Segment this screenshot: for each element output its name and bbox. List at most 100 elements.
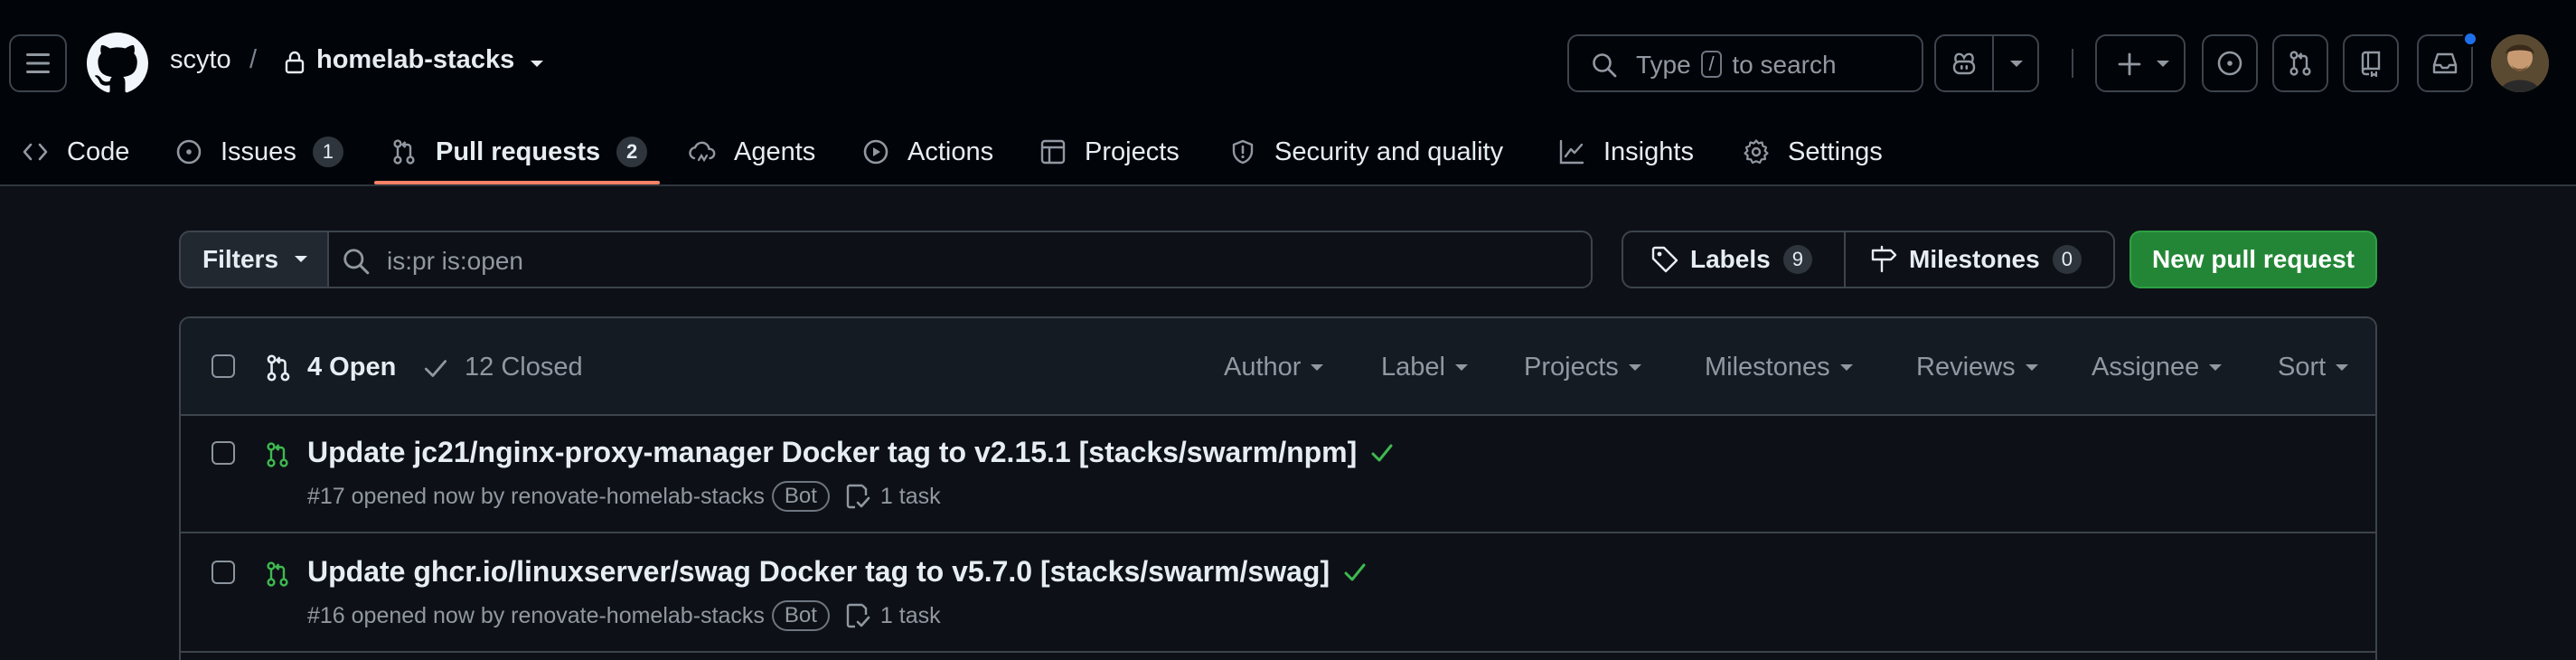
new-pull-request-button[interactable]: New pull request [2129,231,2377,288]
filter-label: Author [1224,353,1302,382]
chevron-down-icon [1628,363,1641,371]
pull-request-icon [2289,51,2311,76]
reviews-filter[interactable]: Reviews [1916,353,2039,382]
toolbar-divider [2072,49,2073,78]
opened-by-text: #17 opened now by renovate-homelab-stack… [307,483,765,509]
open-count-label: 4 Open [307,353,397,382]
bot-badge: Bot [771,481,830,512]
task-count: 1 task [879,602,941,628]
tab-label: Insights [1603,137,1694,166]
pull-request-title-link[interactable]: Update jc21/nginx-proxy-manager Docker t… [307,436,1395,469]
closed-filter-link[interactable]: 12 Closed [421,353,583,382]
chevron-down-icon [2336,363,2349,371]
repo-tabs: Code Issues 1 Pull requests 2 [0,118,2576,186]
create-new-button[interactable] [2095,34,2186,92]
pull-request-title-link[interactable]: Update ghcr.io/linuxserver/swag Docker t… [307,555,1368,589]
repo-name-link[interactable]: homelab-stacks [316,45,515,74]
task-progress[interactable]: 1 task [844,483,941,510]
list-header: 4 Open 12 Closed Author Label Projects M… [181,318,2375,416]
agents-icon [689,141,716,163]
milestone-icon [1871,245,1897,273]
labels-button[interactable]: Labels 9 [1650,232,1812,287]
search-placeholder: Type / to search [1636,51,1837,79]
tab-label: Issues [221,137,296,166]
checks-passed-icon[interactable] [1342,560,1368,585]
repo-icon [2361,51,2381,77]
assignee-filter[interactable]: Assignee [2092,353,2223,382]
labels-count-badge: 9 [1782,245,1812,274]
filters-label: Filters [202,245,279,273]
slash-key-hint: / [1701,51,1722,78]
task-progress[interactable]: 1 task [844,602,941,629]
tab-agents[interactable]: Agents [689,118,815,186]
search-query: is:pr is:open [387,247,523,275]
table-icon [1040,139,1066,165]
filters-button[interactable]: Filters [179,231,329,288]
button-divider [1844,232,1846,287]
row-checkbox[interactable] [212,561,235,584]
select-all-checkbox[interactable] [212,354,235,378]
avatar[interactable] [2491,34,2549,92]
inbox-icon [2432,52,2458,74]
tab-projects[interactable]: Projects [1039,118,1180,186]
row-checkbox[interactable] [212,441,235,465]
tab-label: Actions [907,137,994,166]
filter-label: Projects [1524,353,1619,382]
graph-icon [1559,139,1584,165]
issues-button[interactable] [2202,34,2258,92]
repositories-button[interactable] [2343,34,2399,92]
pull-requests-button[interactable] [2272,34,2328,92]
lock-icon [285,51,305,74]
chevron-down-icon [2025,363,2038,371]
repo-header: scyto / homelab-stacks Type / to search [0,0,2576,186]
chevron-down-icon[interactable] [528,58,546,69]
milestones-button[interactable]: Milestones 0 [1869,232,2082,287]
bot-badge: Bot [771,600,830,631]
milestones-count-badge: 0 [2052,245,2082,274]
chevron-down-icon [1311,363,1324,371]
author-filter[interactable]: Author [1224,353,1324,382]
issues-count-badge: 1 [312,137,343,167]
tab-insights[interactable]: Insights [1558,118,1694,186]
tab-label: Agents [734,137,816,166]
tab-label: Security and quality [1274,137,1504,166]
play-icon [863,139,888,165]
open-filter-link[interactable]: 4 Open [264,353,396,382]
tab-label: Projects [1085,137,1180,166]
tab-label: Pull requests [436,137,601,166]
tab-issues[interactable]: Issues 1 [175,118,343,186]
checks-passed-icon[interactable] [1369,440,1395,466]
check-icon [424,359,447,377]
issue-icon [2217,51,2242,76]
milestones-label: Milestones [1909,245,2040,273]
search-input[interactable]: Type / to search [1567,34,1923,92]
chevron-down-icon[interactable] [2008,60,2025,69]
plus-icon [2118,52,2141,76]
tab-code[interactable]: Code [22,118,129,186]
milestones-filter[interactable]: Milestones [1705,353,1854,382]
projects-filter[interactable]: Projects [1524,353,1642,382]
code-icon [23,143,48,161]
tab-settings[interactable]: Settings [1743,118,1883,186]
tab-security[interactable]: Security and quality [1229,118,1503,186]
tag-icon [1651,246,1678,273]
pr-search-input[interactable]: is:pr is:open [327,231,1593,288]
copilot-button-group[interactable] [1934,34,2039,92]
menu-button[interactable] [9,34,67,92]
pull-request-icon [267,354,290,382]
button-divider [1992,36,1994,90]
chevron-down-icon [1839,363,1853,371]
tab-actions[interactable]: Actions [862,118,993,186]
chevron-down-icon [295,256,308,262]
labels-label: Labels [1690,245,1771,273]
pull-request-meta: #17 opened now by renovate-homelab-stack… [307,481,941,512]
checklist-icon [846,603,870,628]
labels-milestones-group: Labels 9 Milestones 0 [1622,231,2115,288]
github-logo[interactable] [87,33,148,94]
label-filter[interactable]: Label [1381,353,1469,382]
pull-request-icon [393,139,415,165]
tab-pull-requests[interactable]: Pull requests 2 [390,118,648,186]
tab-label: Settings [1788,137,1883,166]
sort-dropdown[interactable]: Sort [2278,353,2349,382]
owner-link[interactable]: scyto [170,45,231,74]
